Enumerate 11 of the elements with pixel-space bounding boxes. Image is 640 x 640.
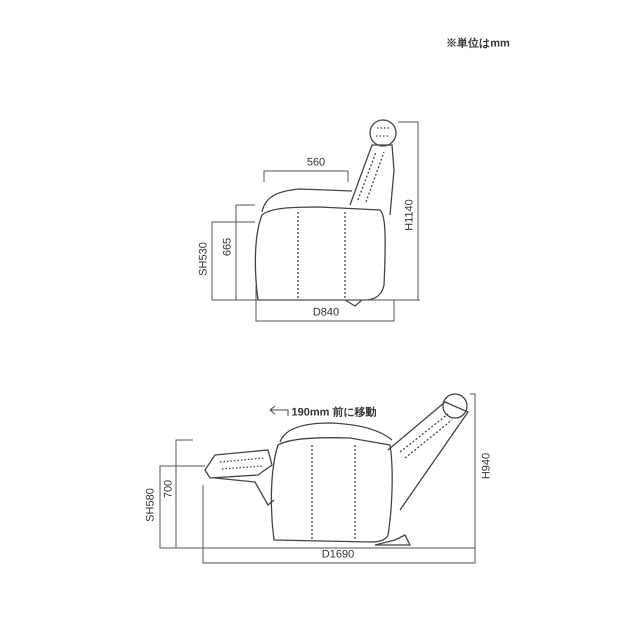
dimension-label: 665 xyxy=(222,238,234,256)
dimension-label: H940 xyxy=(482,452,492,480)
dimension-label: D1690 xyxy=(322,550,354,560)
dimension-label: SH530 xyxy=(198,242,210,276)
movement-note: 190mm 前に移動 xyxy=(292,408,376,418)
dimension-label: 560 xyxy=(306,158,326,168)
unit-note: ※単位はmm xyxy=(446,38,510,50)
dimension-label: D840 xyxy=(312,308,340,318)
dimension-label: SH580 xyxy=(146,488,156,522)
dimension-label: H1140 xyxy=(404,199,416,231)
dimension-label: 700 xyxy=(164,480,174,498)
